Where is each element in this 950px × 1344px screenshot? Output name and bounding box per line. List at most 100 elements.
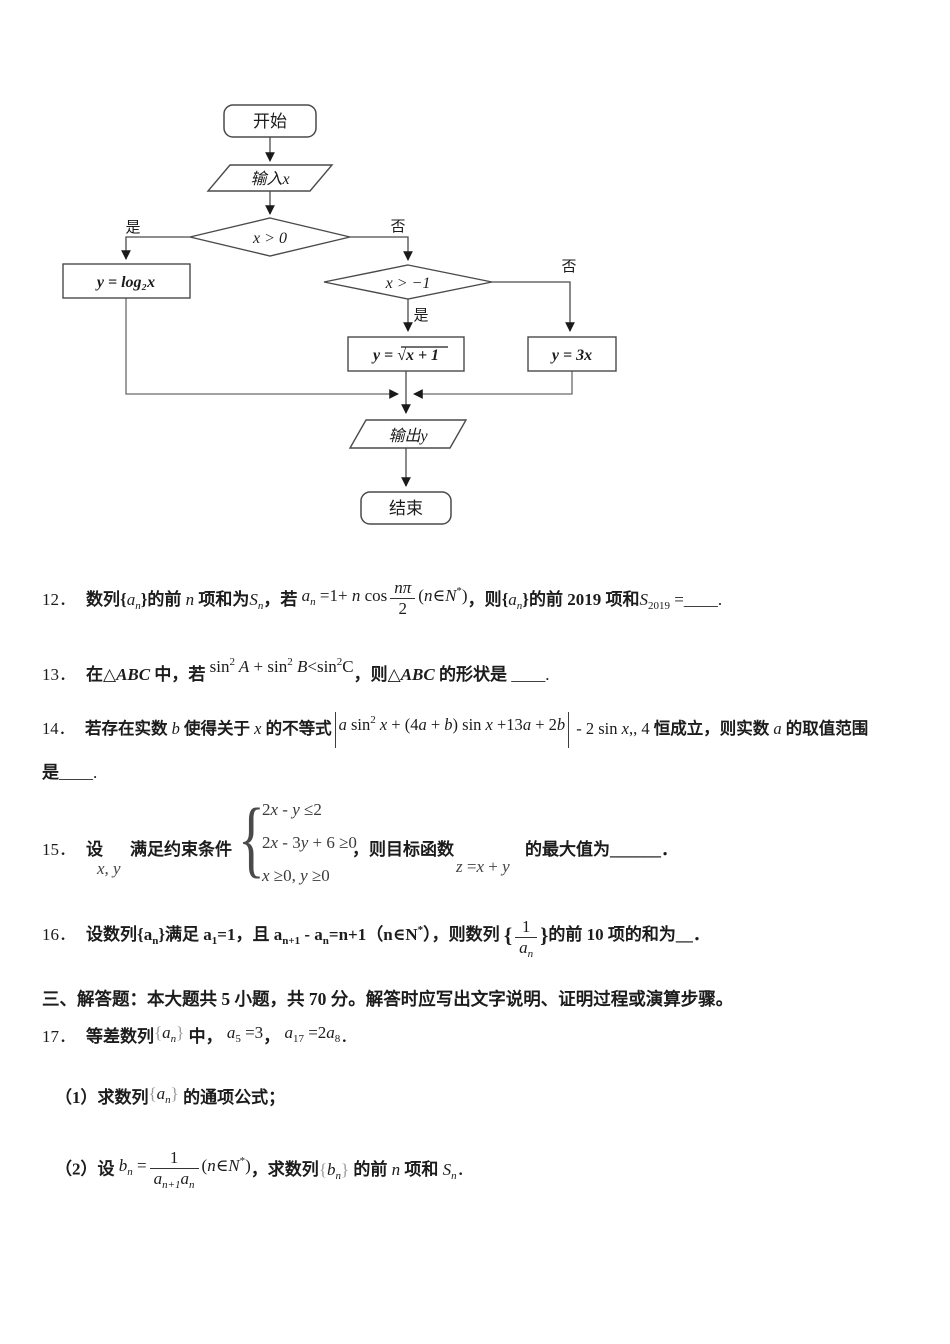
text-run: ，则{ — [467, 589, 509, 609]
text-run: n — [423, 585, 433, 605]
text-run: 项和 — [400, 1159, 443, 1179]
text-run: ，求数列 — [250, 1159, 319, 1179]
text-run: 设 — [86, 840, 103, 859]
edge-3x-merge — [413, 371, 573, 399]
text-run: ≥0, — [269, 866, 301, 885]
text-run: N — [445, 585, 457, 605]
q17-condition-1: a5 =3 — [226, 1023, 263, 1045]
text-run: B — [292, 657, 308, 676]
start-label: 开始 — [253, 112, 287, 131]
q17-condition-2: a17 =2a8 — [284, 1023, 341, 1045]
text-run: n — [391, 1159, 401, 1179]
section-3-text: 三、解答题：本大题共 5 小题，共 70 分。解答时应写出文字说明、证明过程或演… — [42, 989, 733, 1009]
text-run: 4 — [641, 718, 654, 738]
text-run: a — [156, 1084, 166, 1103]
text-run: 2 — [336, 656, 343, 668]
q15-lead: 15． 设 — [42, 835, 103, 860]
text-run: 14． — [42, 718, 75, 738]
text-run: + — [484, 857, 503, 876]
text-run: { — [148, 1084, 157, 1103]
sqrt-label: y = √x + 1 — [371, 347, 439, 364]
text-run: 12． — [42, 589, 76, 609]
q12-post: ，则{an}的前 2019 项和S2019 =____. — [467, 589, 723, 612]
abs-bar-right — [568, 712, 570, 748]
text-run: 2019 — [567, 589, 602, 609]
text-run: 5 — [235, 1033, 241, 1045]
q13-pre: 13．在△ABC 中，若 — [42, 665, 210, 684]
text-run: y — [300, 833, 309, 852]
text-run: a — [203, 924, 212, 944]
text-run: b — [444, 714, 453, 734]
yes1-label: 是 — [125, 220, 140, 236]
text-run: b — [326, 1159, 336, 1179]
text-run: 8 — [334, 1033, 341, 1045]
question-14-line2: 是____. — [42, 762, 97, 784]
text-run: △ — [387, 665, 401, 684]
text-run: 若存在实数 — [85, 718, 168, 738]
text-run: x — [485, 714, 493, 734]
text-run: 的最大值为 — [525, 840, 610, 859]
text-run: ____. — [683, 589, 723, 609]
text-run: 的形状是 — [434, 665, 512, 684]
end-label: 结束 — [389, 499, 423, 518]
text-run: ，若 — [263, 589, 302, 609]
text-run: a — [162, 1023, 171, 1042]
text-run: 17 — [292, 1033, 304, 1045]
q16-pre: 16．设数列{an}满足 a1=1，且 an+1 - an=n+1（n∈N*），… — [42, 923, 512, 947]
text-run: 1 — [211, 934, 218, 947]
output-label: 输出y — [388, 427, 428, 445]
text-run: a — [126, 589, 136, 609]
q12-formula-left: an =1+ n cos — [301, 585, 388, 608]
text-run: - — [278, 800, 293, 819]
text-run: sin — [346, 714, 371, 734]
question-17-part1: （1）求数列{an} 的通项公式； — [55, 1083, 285, 1109]
text-run: 满足约束条件 — [130, 840, 232, 859]
text-run: ABC — [400, 665, 435, 684]
text-run: ,, — [628, 718, 642, 738]
text-run: 2 — [370, 713, 376, 726]
text-run: =1+ — [315, 585, 352, 605]
q17p1-post: 的通项公式； — [179, 1088, 285, 1107]
q17p2-post: ，求数列{bn} 的前 n 项和 Sn． — [250, 1159, 474, 1182]
text-run: a — [769, 718, 786, 738]
text-run: +13 — [492, 714, 523, 734]
text-run: 15． — [42, 840, 76, 859]
text-run: y — [300, 866, 308, 885]
question-17: 17．等差数列{an} 中， a5 =3， a17 =2a8． — [42, 1022, 357, 1048]
text-run: n+1 — [282, 934, 301, 947]
decision1-node — [189, 217, 351, 257]
q17p1-sequence: {an} — [149, 1083, 179, 1107]
text-run: （1）求数列 — [55, 1088, 149, 1107]
text-run: x — [621, 718, 629, 738]
no2-label: 否 — [561, 259, 576, 275]
text-run: N — [228, 1155, 240, 1175]
text-run: n — [257, 599, 264, 612]
q17p2-formula-right: (n∈N*) — [202, 1155, 251, 1175]
text-run: ），则数列 — [423, 924, 504, 944]
text-run: 中， — [184, 1027, 227, 1046]
text-run: }满足 — [158, 924, 204, 944]
text-run: a — [301, 585, 311, 605]
fraction-numerator: 1 — [515, 917, 538, 938]
text-run: y — [292, 800, 300, 819]
text-run: n — [351, 585, 361, 605]
text-run: x — [250, 718, 266, 738]
text-run: } — [170, 1084, 179, 1103]
text-run: + 6 ≥0 — [308, 833, 357, 852]
text-run: a — [226, 1023, 236, 1042]
q15-constraint-2: 2x - 3y + 6 ≥0 — [262, 833, 357, 853]
q17p2-formula-left: bn = — [119, 1156, 147, 1178]
text-run: 2 — [287, 656, 293, 668]
question-13: 13．在△ABC 中，若 sin2 A + sin2 B<sin2C，则△ABC… — [42, 655, 550, 686]
text-run: 三、解答题：本大题共 5 小题，共 70 分。解答时应写出文字说明、证明过程或演… — [42, 989, 734, 1009]
text-run: * — [417, 923, 424, 936]
text-run: b — [556, 714, 566, 734]
text-run: * — [456, 584, 462, 597]
q16-post: }的前 10 项的和为__． — [540, 923, 710, 947]
q17-pre: 17．等差数列 — [42, 1027, 154, 1046]
text-run: a — [143, 924, 153, 944]
text-run: a — [153, 1168, 163, 1188]
text-run: 项的和为 — [603, 924, 676, 944]
text-run: x — [97, 859, 105, 878]
